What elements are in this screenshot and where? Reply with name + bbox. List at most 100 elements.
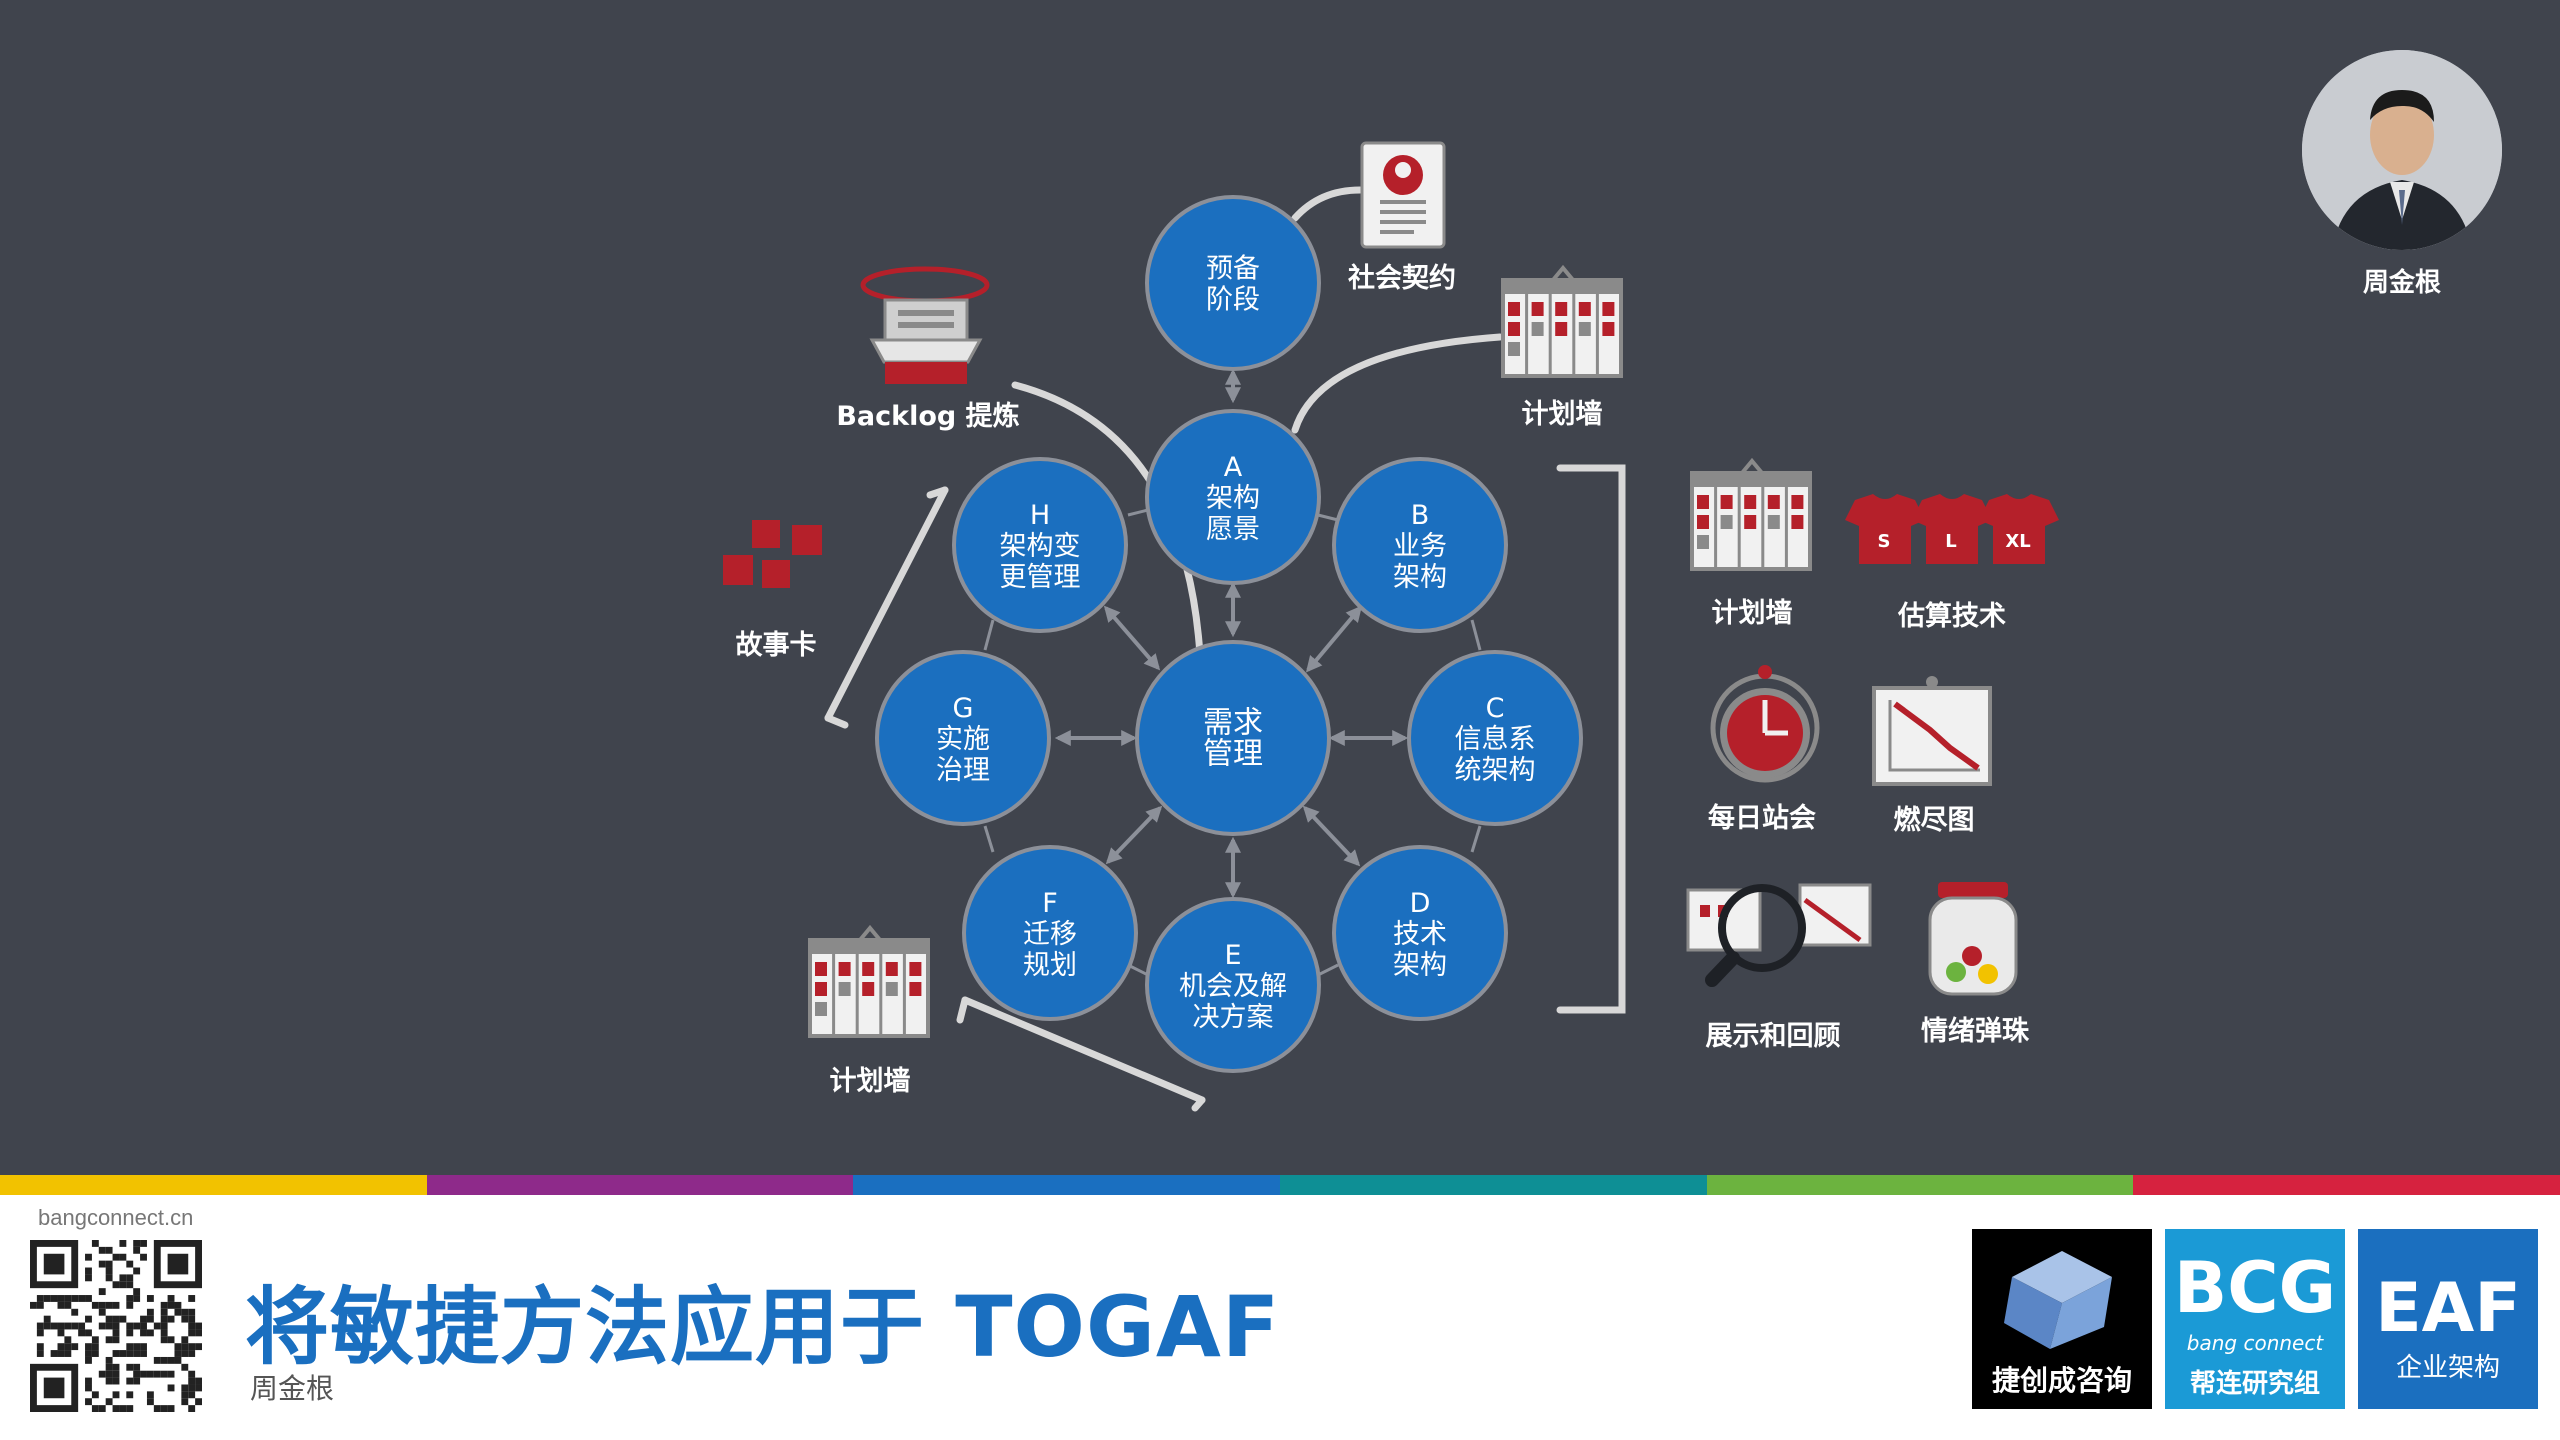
node-a-circle: [1145, 409, 1321, 585]
logo-bcg-subtitle: bang connect: [2186, 1331, 2324, 1355]
story-cards-icon: [723, 520, 822, 588]
label-plan-wall-right: 计划墙: [1712, 598, 1793, 629]
ring-c-d: [1470, 825, 1482, 853]
node-f-circle: [962, 845, 1138, 1021]
logo-eaf-cn: 企业架构: [2395, 1353, 2500, 1383]
node-h-circle: [952, 457, 1128, 633]
node-g-line-0: G: [953, 693, 974, 724]
node-b-circle: [1332, 457, 1508, 633]
label-estimation: 估算技术: [1897, 600, 2006, 632]
author-name: 周金根: [250, 1372, 335, 1405]
stripe-segment: [853, 1175, 1280, 1195]
node-f-line-0: F: [1042, 888, 1058, 919]
bracket-story-cards-tick2: [926, 486, 949, 499]
node-b-line-0: B: [1411, 500, 1430, 531]
tshirt-icons: [1845, 494, 2059, 564]
node-f-line-1: 迁移: [1023, 919, 1077, 950]
node-a-line-1: 架构: [1206, 483, 1260, 514]
node-e-line-1: 机会及解: [1179, 971, 1287, 1002]
review-magnifier-icon: [1686, 883, 1872, 987]
bracket-story-cards: [824, 486, 949, 722]
node-b-line-1: 业务: [1393, 531, 1447, 562]
bracket-bottom-tick1: [956, 996, 969, 1024]
node-prelim-circle: [1145, 195, 1321, 371]
node-e-line-2: 决方案: [1193, 1002, 1274, 1033]
node-center-circle: [1135, 640, 1331, 836]
ring-b-c: [1470, 619, 1482, 651]
stripe-segment: [426, 1175, 854, 1195]
node-b-line-2: 架构: [1393, 562, 1447, 593]
node-e-line-0: E: [1224, 940, 1241, 971]
social-contract-icon: [1360, 141, 1446, 249]
curve-prelim-social: [1291, 186, 1364, 222]
plan-wall-right-icon: [1690, 457, 1812, 571]
node-f-line-2: 规划: [1023, 950, 1077, 981]
tshirt-s-icon: [1845, 494, 1925, 564]
node-c-line-2: 统架构: [1455, 755, 1536, 786]
tshirt-size-s: S: [1878, 531, 1891, 552]
node-d-line-0: D: [1410, 888, 1431, 919]
bracket-bottom-f-e: [961, 996, 1206, 1104]
tshirt-xl-icon: [1979, 494, 2059, 564]
arrow-center-h: [1103, 605, 1161, 671]
backlog-icon: [860, 266, 990, 384]
curve-a-planwall: [1291, 333, 1504, 434]
arrow-center-d: [1302, 805, 1361, 867]
cube-icon: [2004, 1251, 2112, 1349]
bracket-story-cards-tick: [824, 714, 849, 729]
plan-wall-bottom-icon: [808, 924, 930, 1038]
node-prelim-line-1: 阶段: [1206, 285, 1260, 316]
website-url[interactable]: bangconnect.cn: [38, 1205, 194, 1230]
bracket-right: [1556, 464, 1626, 1014]
plan-wall-top-icon: [1501, 264, 1623, 378]
arrow-center-f: [1105, 805, 1163, 865]
logo-eaf: EAF 企业架构: [2358, 1229, 2538, 1409]
stripe-segment: [2133, 1175, 2560, 1195]
ring-e-f: [1127, 963, 1149, 977]
node-d-line-2: 架构: [1393, 950, 1447, 981]
stripe-segment: [1280, 1175, 1707, 1195]
node-c-line-1: 信息系: [1455, 724, 1536, 755]
stripe-segment: [1706, 1175, 2134, 1195]
node-g-line-2: 治理: [936, 755, 990, 786]
ring-h-a: [1127, 508, 1149, 517]
logo-jiechuang: 捷创成咨询: [1972, 1229, 2152, 1409]
tshirt-l-icon: [1912, 494, 1992, 564]
node-h-line-2: 更管理: [1000, 562, 1081, 593]
ring-a-b: [1317, 513, 1339, 522]
label-standup: 每日站会: [1708, 802, 1816, 834]
node-c-line-0: C: [1486, 693, 1505, 724]
node-e-circle: [1145, 897, 1321, 1073]
arrow-center-b: [1305, 605, 1363, 673]
tshirt-size-xl: XL: [2005, 531, 2030, 552]
node-a-line-2: 愿景: [1206, 514, 1260, 545]
node-c-circle: [1407, 650, 1583, 826]
logo-bcg-cn: 帮连研究组: [2189, 1369, 2320, 1399]
label-social-contract: 社会契约: [1348, 262, 1456, 294]
footer: bangconnect.cn 将敏捷方法应用于 TOGAF 周金根 捷创成咨询 …: [0, 1195, 2560, 1440]
node-center-line-1: 管理: [1203, 737, 1263, 772]
label-plan-wall-bottom: 计划墙: [830, 1066, 911, 1097]
mood-marbles-jar-icon: [1928, 882, 2018, 996]
node-h-line-0: H: [1030, 500, 1050, 531]
node-center-line-0: 需求: [1203, 706, 1263, 741]
logo-jiechuang-label: 捷创成咨询: [1991, 1364, 2132, 1397]
label-story-cards: 故事卡: [736, 630, 817, 661]
label-review: 展示和回顾: [1706, 1021, 1841, 1052]
logo-eaf-title: EAF: [2375, 1269, 2521, 1348]
page-title: 将敏捷方法应用于 TOGAF: [245, 1278, 1281, 1376]
node-d-line-1: 技术: [1393, 919, 1447, 950]
node-a-line-0: A: [1224, 452, 1243, 483]
logo-bcg: BCG bang connect 帮连研究组: [2165, 1229, 2345, 1409]
